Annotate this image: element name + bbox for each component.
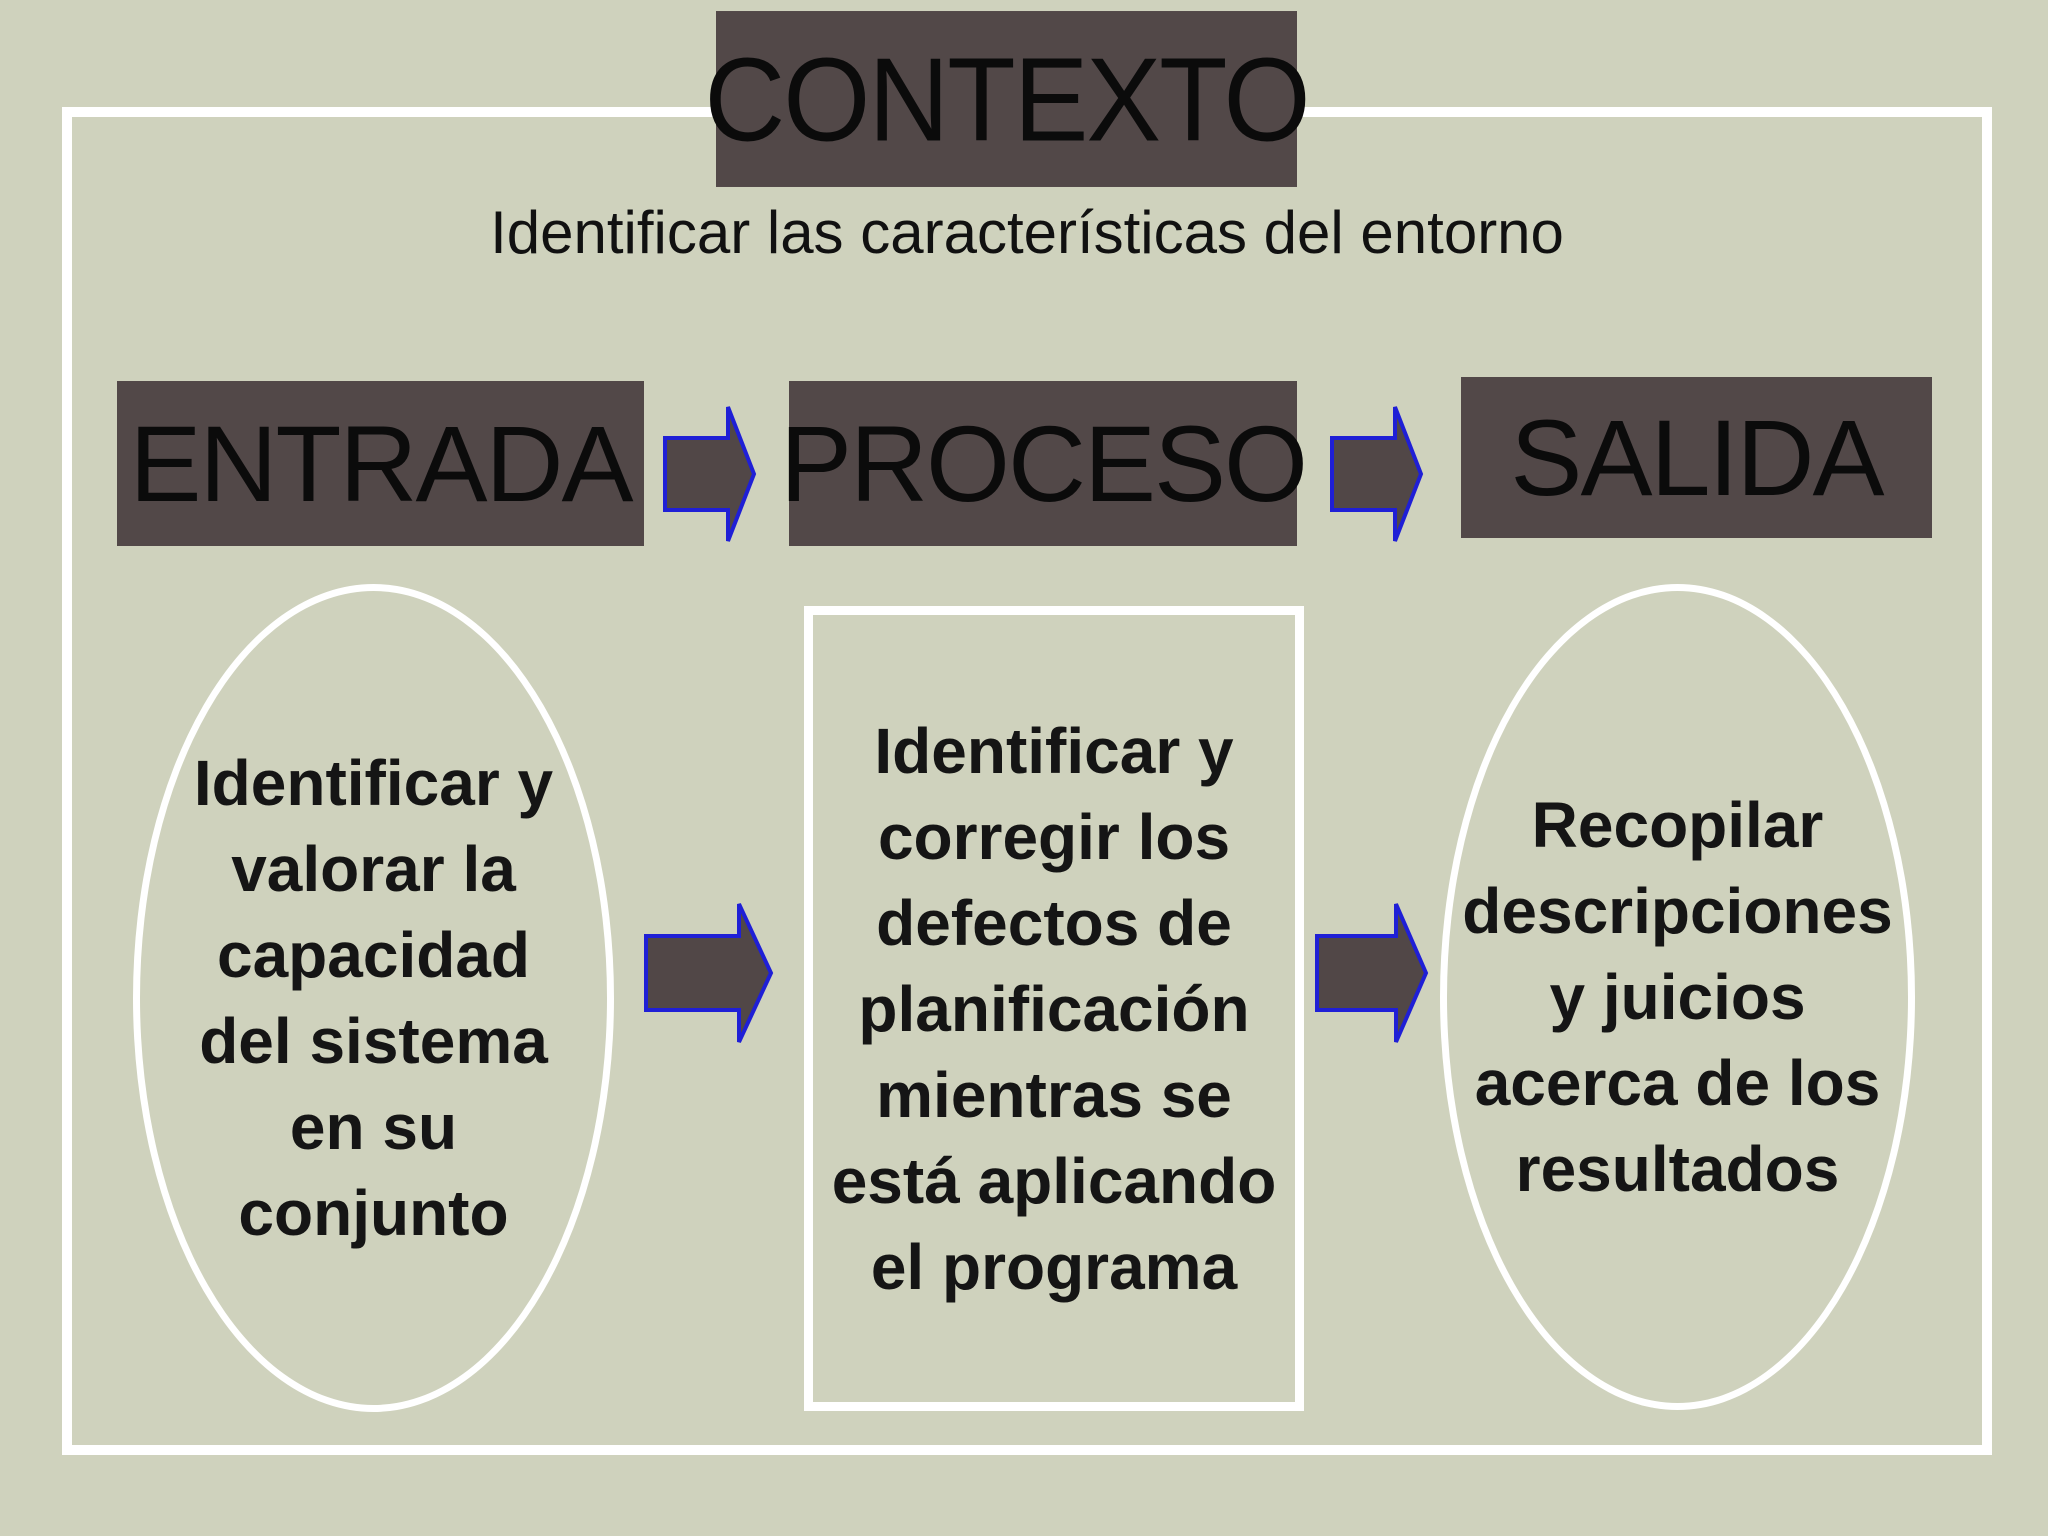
context-subtitle: Identificar las características del ento… (490, 199, 1564, 266)
process-stage-label: PROCESO (780, 381, 1308, 546)
process-description-text: Identificar y corregir los defectos de p… (831, 714, 1277, 1303)
context-title-text: CONTEXTO (704, 32, 1310, 166)
input-stage-label-text: ENTRADA (129, 403, 633, 524)
right-arrow-icon (1330, 406, 1424, 542)
process-stage-label-text: PROCESO (779, 403, 1308, 524)
context-title: CONTEXTO (704, 11, 1311, 187)
output-stage-label-text: SALIDA (1510, 397, 1884, 518)
input-description-text: Identificar y valorar la capacidad del s… (193, 747, 554, 1249)
right-arrow-icon (1315, 903, 1429, 1043)
output-stage-label: SALIDA (1461, 377, 1932, 538)
right-arrow-icon (644, 903, 774, 1043)
process-description-box: Identificar y corregir los defectos de p… (804, 606, 1304, 1411)
input-description-ellipse: Identificar y valorar la capacidad del s… (133, 584, 614, 1412)
output-description-ellipse: Recopilar descripciones y juicios acerca… (1440, 584, 1915, 1410)
right-arrow-icon (663, 406, 757, 542)
output-description-text: Recopilar descripciones y juicios acerca… (1462, 789, 1893, 1205)
input-stage-label: ENTRADA (117, 381, 644, 546)
